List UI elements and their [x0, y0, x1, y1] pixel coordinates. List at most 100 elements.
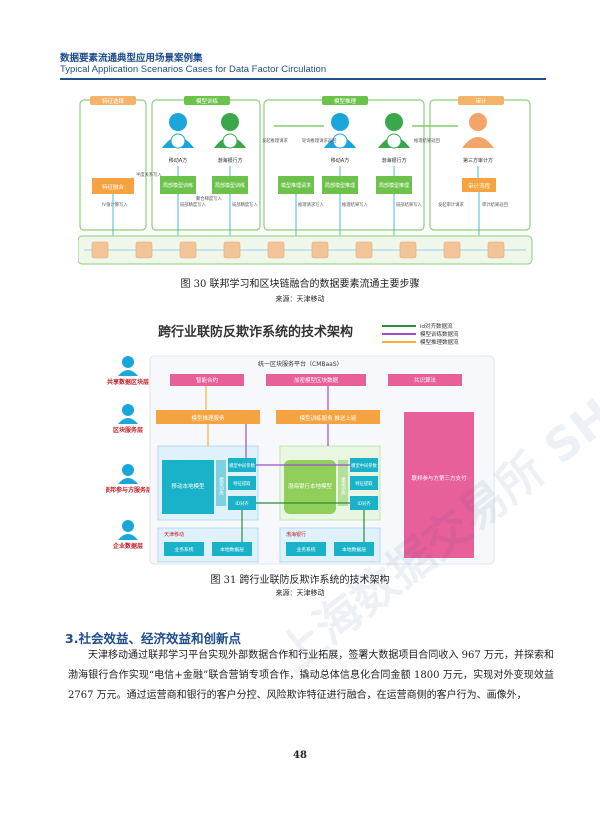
figure-30-source: 来源：天津移动: [275, 295, 325, 303]
box-local-infer-a: [322, 176, 358, 194]
person-icon-bank-b2: [378, 113, 410, 149]
box-model-infer-req: [278, 176, 314, 194]
box-biz-b: [286, 542, 326, 556]
ann-audit-result: 审计结果返回: [482, 201, 508, 208]
box-biz-a: [164, 542, 204, 556]
node-label-b1: 渤海银行方: [217, 157, 242, 164]
ann-infer-return: 推理结果返回: [414, 137, 440, 144]
box-biz-b-label: 业务系统: [296, 546, 315, 553]
person-icon-auditor: [462, 113, 494, 148]
box-audit-label: 审计流程: [468, 182, 491, 190]
box-train-strip-b: [338, 460, 348, 506]
box-biz-a-label: 业务系统: [174, 546, 193, 553]
legend-label-1: id对齐数据流: [420, 322, 453, 330]
platform-label: 统一区块服务平台（CMBaaS）: [258, 360, 343, 368]
legend-label-2: 模型训练数据流: [420, 330, 459, 338]
header-divider: [60, 78, 546, 80]
box-local-train-a-label: 局部模型训练: [163, 182, 193, 189]
section-title: 3.社会效益、经济效益和创新点: [65, 631, 241, 646]
box-smart-contract-label: 智能合约: [196, 376, 219, 384]
mobile-side-0: [228, 458, 256, 472]
node-label-b2: 渤海银行方: [381, 157, 406, 164]
person-icon-mobile-a1: [162, 113, 194, 149]
group-tab-infer: [322, 96, 368, 105]
box-train-service-label: 模型训练服务 推送上链: [300, 414, 357, 422]
ann-fuse-write: 聚合梯度写入: [196, 195, 222, 202]
node-label-a2: 移动A方: [331, 157, 349, 164]
group-tab-audit: [458, 96, 504, 105]
person-icon-bank-b1: [214, 113, 246, 149]
box-mobile-model-label: 移动本地模型: [171, 482, 205, 490]
bank-side-0: [350, 458, 378, 472]
layer-icon-federated: [118, 464, 138, 484]
header-title-en: Typical Application Scenarios Cases for …: [60, 64, 327, 75]
layer-label-shared: 共享数据区块层: [107, 378, 149, 386]
ann-audit-req: 发起审计请求: [438, 201, 464, 208]
box-mobile-model: [162, 460, 214, 514]
box-data-a-label: 本地数据层: [220, 546, 244, 553]
ann-semi-ratio: 半度关系写入: [136, 171, 162, 178]
box-audit: [462, 178, 496, 192]
ann-acc-write-a: 局部精度写入: [180, 201, 206, 208]
box-local-train-b-label: 局部模型训练: [215, 182, 245, 189]
box-data-b-label: 本地数据层: [342, 546, 366, 553]
box-feature-fuse-label: 特征融合: [102, 183, 125, 191]
section-paragraph: 天津移动通过联邦学习平台实现外部数据合作和行业拓展，签署大数据项目合同收入 96…: [68, 646, 554, 706]
figure-30-diagram: 特征选择 模型训练 模型推理 审计 移动A方 渤海银行方 移动A方 渤海银行方 …: [78, 96, 533, 265]
group-label-audit: 审计: [475, 97, 487, 105]
mobile-side-2: [228, 496, 256, 510]
layer-label-enterprise: 企业数据层: [112, 542, 143, 550]
train-label-b: 模型训练: [341, 476, 346, 496]
layer-icon-service: [118, 404, 138, 424]
box-data-a: [212, 542, 252, 556]
group-tab-feature: [90, 96, 136, 105]
box-smart-contract: [170, 374, 244, 386]
ann-infer-req: 发起推理请求: [262, 137, 288, 144]
figure-31-source: 来源：天津移动: [275, 589, 325, 597]
ann-rec-write: 推理结果写入: [342, 201, 368, 208]
node-label-a1: 移动A方: [169, 157, 187, 164]
figure-31-caption: 图 31 跨行业联防反欺诈系统的技术架构: [210, 575, 390, 586]
figure-31-diagram: 跨行业联防反欺诈系统的技术架构 id对齐数据流 模型训练数据流 模型推理数据流 …: [106, 322, 495, 565]
ann-iv-calc: IV值计算写入: [102, 201, 128, 208]
bank-side-2-label: ID对齐: [357, 500, 371, 507]
box-consensus-label: 共识算法: [414, 376, 437, 384]
box-local-infer-b-label: 局部模型推理: [379, 182, 409, 189]
enterprise-a-label: 天津移动: [164, 531, 184, 538]
header-title-cn: 数据要素流通典型应用场景案例集: [60, 53, 203, 64]
box-model-infer-req-label: 模型推理请求: [281, 182, 311, 189]
figure-30-caption: 图 30 联邦学习和区块链融合的数据要素流通主要步骤: [180, 279, 420, 290]
group-frame-train: [151, 99, 261, 231]
box-train-service: [276, 410, 380, 424]
legend-label-3: 模型推理数据流: [420, 338, 459, 346]
box-encrypted-block: [266, 374, 366, 386]
box-local-infer-a-label: 局部模型推理: [325, 182, 355, 189]
page-number: 48: [293, 750, 307, 761]
box-encrypted-block-label: 加密模型区块数据: [294, 376, 339, 384]
box-third-party: [404, 412, 474, 558]
enterprise-b-label: 渤海银行: [286, 531, 306, 538]
mobile-side-1-label: 特征提取: [233, 480, 251, 487]
mobile-side-1: [228, 476, 256, 490]
ann-local-rec-write: 局部结果写入: [396, 201, 422, 208]
person-icon-mobile-a2: [324, 113, 356, 149]
box-bank-model-label: 渤海银行本地模型: [288, 482, 333, 490]
ann-acc-write-b: 局部精度写入: [232, 201, 258, 208]
group-label-infer: 模型推理: [334, 97, 357, 105]
box-local-infer-b: [376, 176, 412, 194]
box-local-train-b: [212, 176, 248, 194]
figure-31-legend: id对齐数据流 模型训练数据流 模型推理数据流: [382, 322, 459, 346]
paragraph-text: 天津移动通过联邦学习平台实现外部数据合作和行业拓展，签署大数据项目合同收入 96…: [68, 650, 554, 701]
box-consensus: [388, 374, 462, 386]
bank-side-0-label: 模型中间参数: [351, 462, 377, 469]
blockchain-blocks: [91, 241, 505, 259]
group-label-train: 模型训练: [196, 97, 219, 105]
ann-infer-req-write: 推理请求写入: [298, 201, 324, 208]
box-train-strip-a: [216, 460, 226, 506]
box-third-party-label: 联邦参与方第三方支付: [411, 474, 467, 482]
bank-side-1-label: 特征提取: [355, 480, 373, 487]
bank-side-2: [350, 496, 378, 510]
train-label-a: 模型训练: [219, 476, 224, 496]
ann-ret-inv: 轮询推理请求返回: [302, 137, 336, 144]
layer-label-service: 区块服务层: [113, 426, 143, 434]
